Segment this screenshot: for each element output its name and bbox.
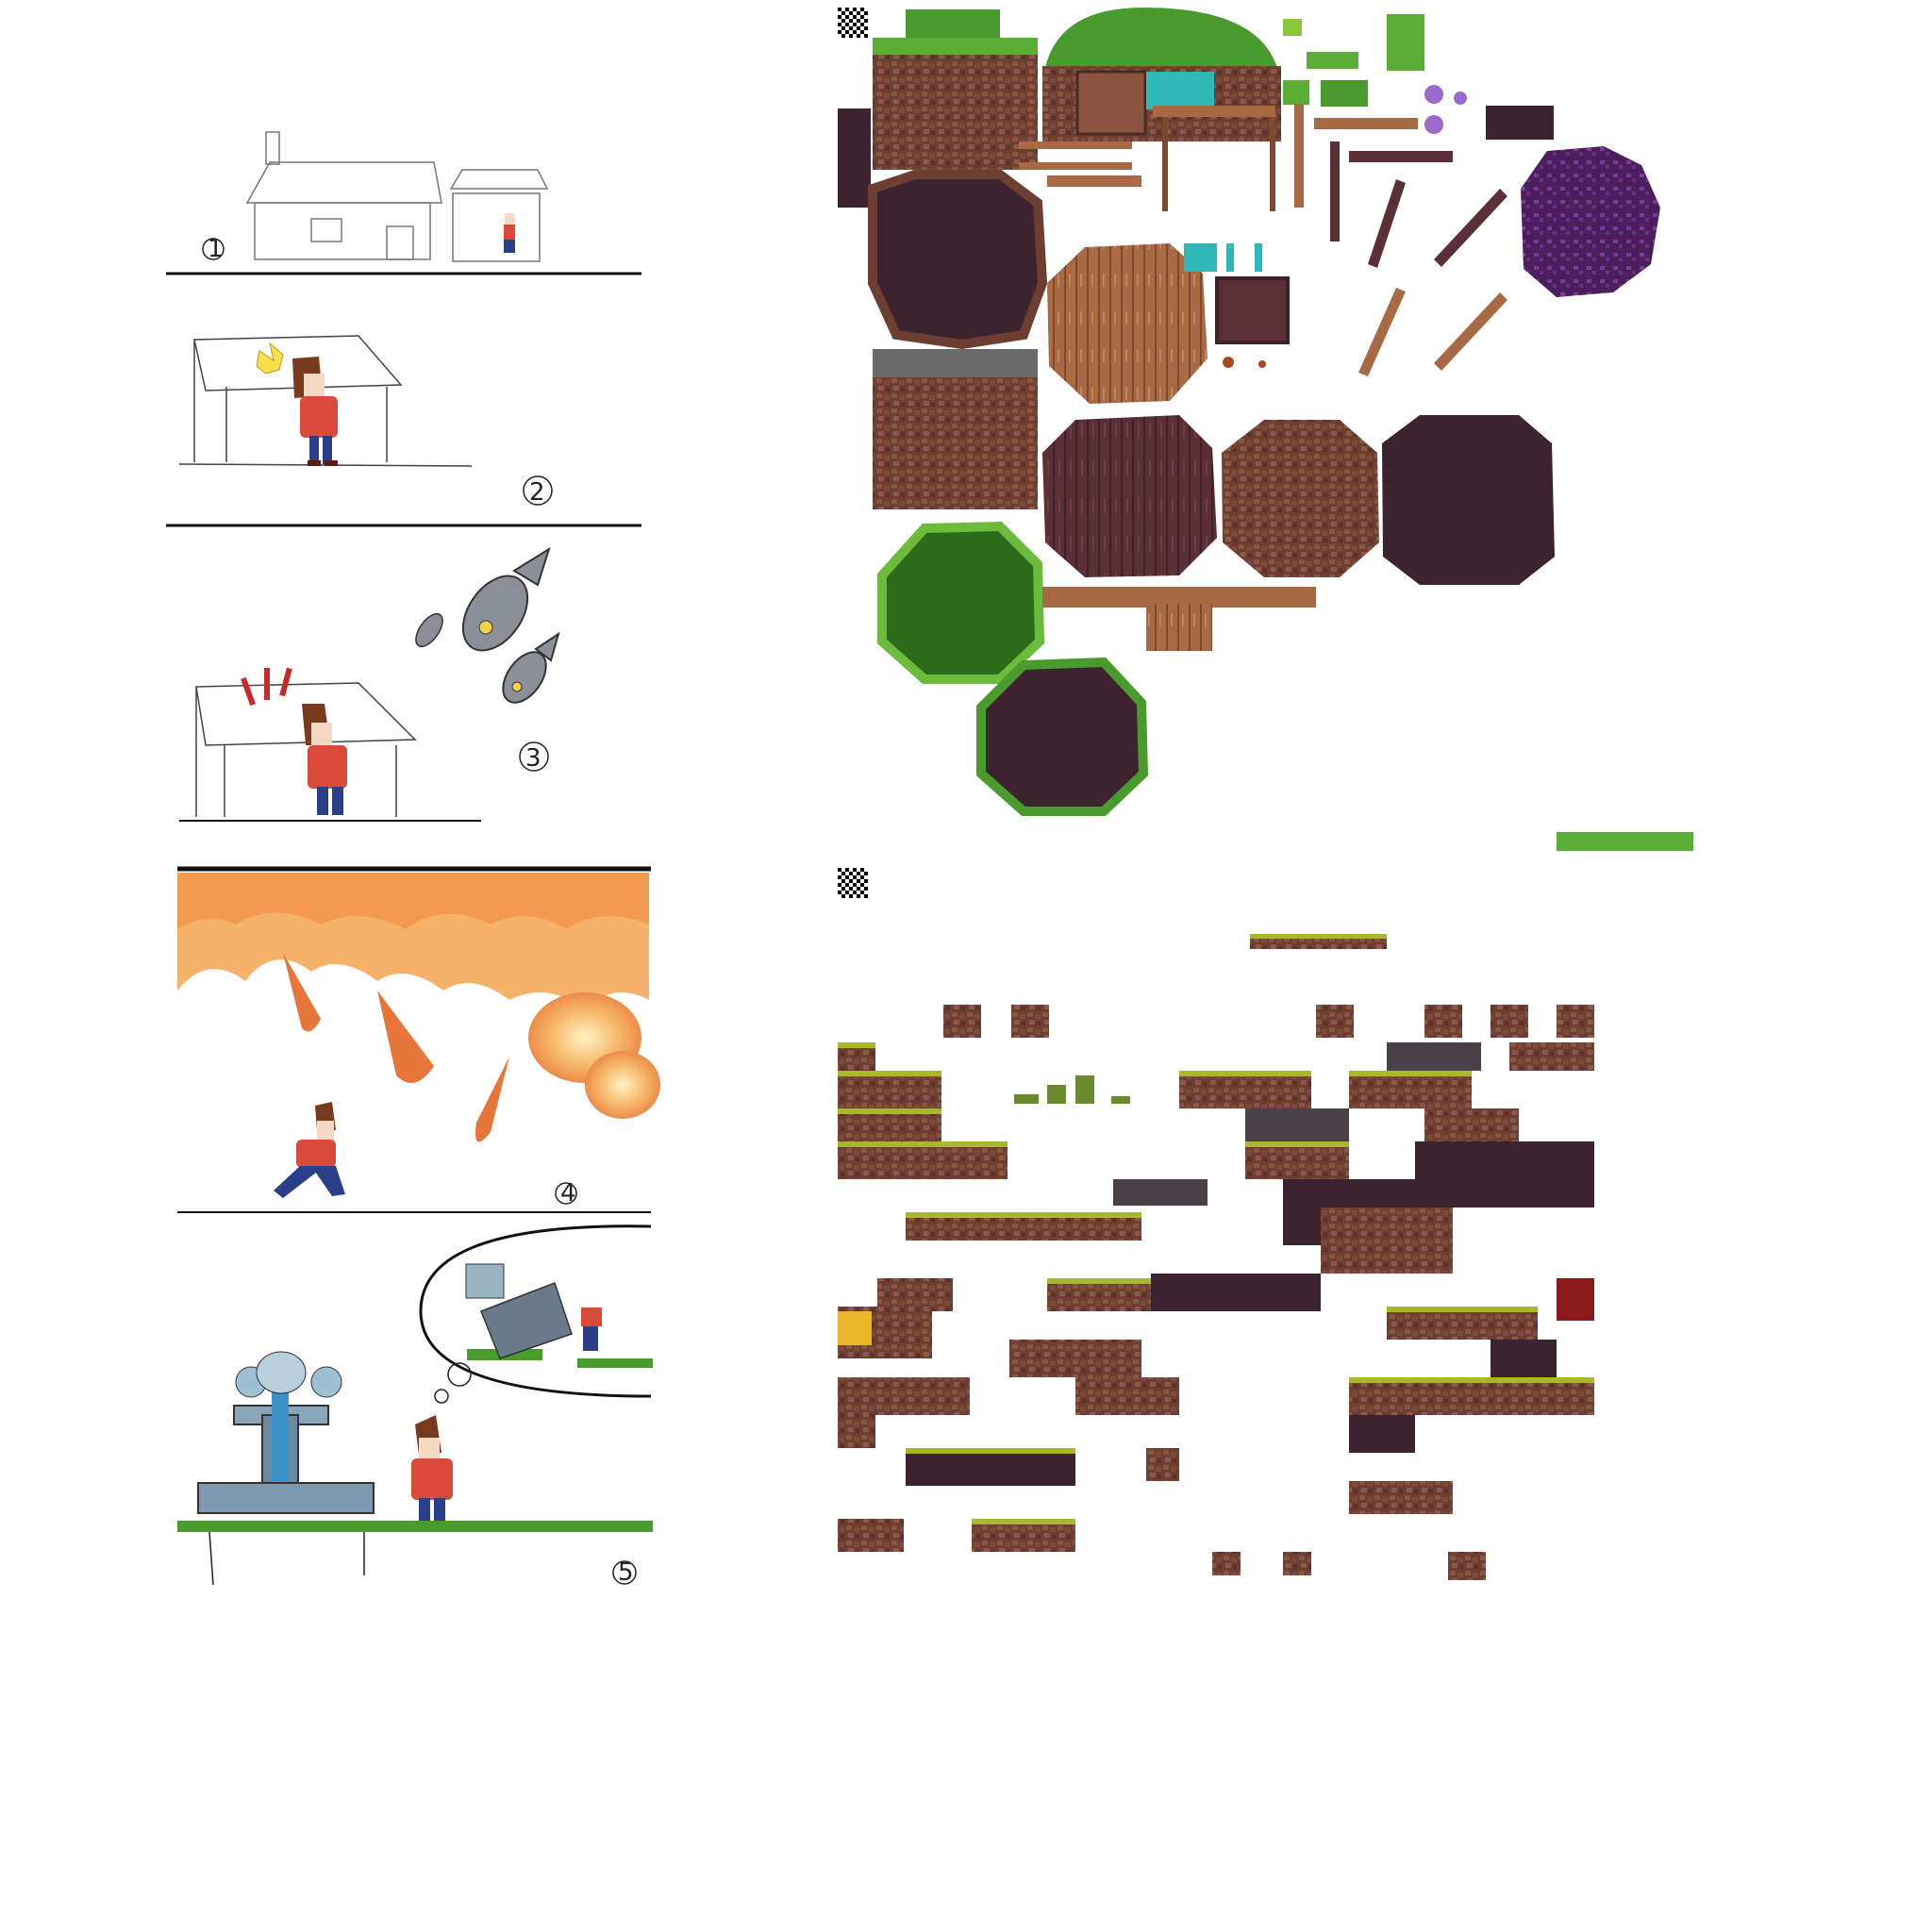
transparency-checker-icon [838,8,868,38]
thought-bubble-contents [465,1263,653,1368]
panel-number-2: 2 [523,475,553,507]
house-sketch [245,131,549,262]
falling-bombs [415,546,560,704]
dark-crate [1215,276,1290,344]
wooden-fence [1019,142,1141,187]
svg-text:4: 4 [560,1179,576,1208]
tileset-sheet-bottom [838,868,1594,1580]
water-drips [1184,243,1262,272]
wood-beams [1294,104,1507,376]
dark-bush [976,657,1149,816]
panel-5: 5 [177,1224,653,1587]
character-red-shirt [292,357,338,466]
tileset-sheet-top [838,8,1693,851]
svg-text:3: 3 [525,744,541,773]
wood-plank-circle [1047,243,1208,404]
panel-number-5: 5 [612,1558,637,1587]
small-plants [1014,1075,1130,1104]
tiny-seed-2 [1258,360,1266,368]
dirt-block-stone-top [873,349,1038,509]
panel-4: 4 [177,866,660,1213]
dirt-pillar-with-grass [873,9,1038,170]
alarm-marks [241,667,292,707]
panel-3: 3 [179,546,560,822]
gold-ore-block [838,1311,872,1345]
floating-islands [838,934,1594,1580]
grass-tufts [1283,14,1424,107]
ground-grass [177,1521,653,1586]
svg-text:1: 1 [208,235,224,263]
purple-mushrooms [1424,85,1554,140]
grass-tops [838,934,1594,1524]
bump-spark [256,341,284,375]
fountain-monument [197,1351,375,1514]
tiny-seed [1223,357,1234,368]
dark-cave-blob [868,170,1048,350]
panel-number-4: 4 [555,1179,577,1208]
dark-wall-strip [838,108,871,208]
panel-number-3: 3 [519,741,549,773]
running-character [274,1102,345,1198]
transparency-checker-icon [838,868,868,898]
tiny-character [504,213,515,253]
fire-sky [177,873,660,1142]
dirt-octagon [1222,420,1379,577]
purple-crystal-bush [1521,146,1660,297]
character-red-shirt-2 [302,704,347,815]
storyboard: 1 [166,131,660,1587]
grass-rope-strip [1557,832,1693,851]
panel-1: 1 [166,131,641,275]
panel-number-1: 1 [202,235,225,263]
panel-2: 2 [166,335,641,527]
green-bush [877,521,1045,684]
svg-text:2: 2 [529,478,545,507]
tree-trunk-platform [1042,587,1316,651]
awning-sketch-2 [195,682,417,817]
grassy-hut [1042,8,1281,211]
dark-wood-circle [1042,415,1217,577]
svg-text:5: 5 [618,1558,634,1587]
thinking-character [411,1415,453,1521]
dark-cave-octagon [1382,415,1555,585]
